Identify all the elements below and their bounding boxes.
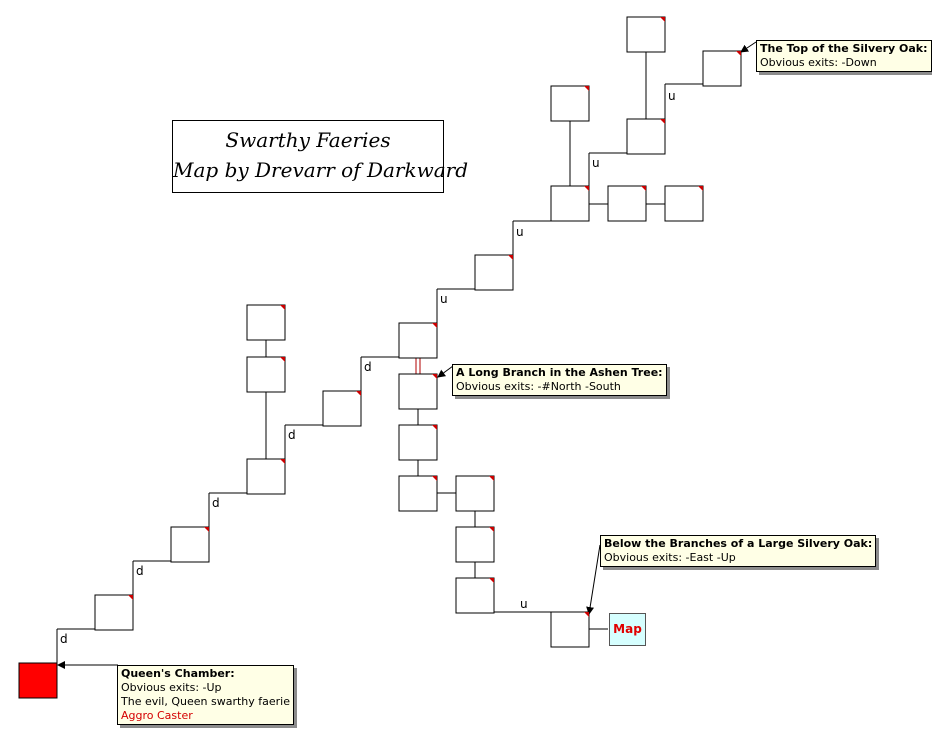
map-title-box: Swarthy Faeries Map by Drevarr of Darkwa… [172,120,468,193]
note-title: Queen's Chamber: [121,667,235,680]
room[interactable] [322,390,362,427]
room[interactable] [626,16,666,53]
room-connections [56,41,757,669]
note-title: The Top of the Silvery Oak: [760,42,928,55]
note-long-branch-ashen-tree: A Long Branch in the Ashen Tree: Obvious… [452,364,667,396]
room[interactable] [607,185,647,222]
note-below-branches-silvery-oak: Below the Branches of a Large Silvery Oa… [600,535,877,567]
room[interactable] [170,526,210,563]
note-pointer [740,41,757,53]
room-queens-chamber[interactable] [18,662,58,699]
map-link-button[interactable]: Map [609,613,646,646]
room[interactable] [664,185,704,222]
note-exits: Obvious exits: -East -Up [604,551,736,564]
room[interactable] [550,85,590,122]
room[interactable] [398,475,438,512]
room-long-branch-ashen-tree[interactable] [398,373,438,410]
note-aggro-tag: Aggro Caster [121,709,193,722]
exit-label-up: u [440,292,448,306]
note-title: A Long Branch in the Ashen Tree: [456,366,663,379]
room-top-of-silvery-oak[interactable] [702,50,742,87]
room[interactable] [398,424,438,461]
note-top-of-silvery-oak: The Top of the Silvery Oak: Obvious exit… [756,40,932,72]
exit-label-up: u [516,225,524,239]
note-pointer [437,365,454,378]
room[interactable] [626,118,666,155]
rooms [18,16,742,699]
room[interactable] [398,322,438,359]
note-pointer [586,544,601,615]
note-exits: Obvious exits: -Down [760,56,877,69]
room[interactable] [246,304,286,341]
room[interactable] [94,594,134,631]
exit-label-down: d [60,632,68,646]
exit-label-up: u [668,89,676,103]
room[interactable] [455,526,495,563]
room[interactable] [246,356,286,393]
room[interactable] [455,577,495,614]
exit-label-up: u [592,156,600,170]
note-queens-chamber: Queen's Chamber: Obvious exits: -Up The … [117,665,294,725]
exit-label-up: u [520,597,528,611]
room[interactable] [474,254,514,291]
room-below-branches-silvery-oak[interactable] [550,611,590,648]
locked-north-exit [415,357,421,374]
room[interactable] [246,458,286,495]
room[interactable] [455,475,495,512]
note-exits: Obvious exits: -Up [121,681,222,694]
map-author: Map by Drevarr of Darkward [173,158,468,182]
room[interactable] [550,185,590,222]
exit-label-down: d [212,496,220,510]
exit-labels: u u u u d d d d d u [60,89,676,646]
exit-label-down: d [288,428,296,442]
note-exits: Obvious exits: -#North -South [456,380,621,393]
exit-label-down: d [136,564,144,578]
note-title: Below the Branches of a Large Silvery Oa… [604,537,873,550]
exit-label-down: d [364,360,372,374]
map-title: Swarthy Faeries [225,128,391,152]
note-mob: The evil, Queen swarthy faerie [121,695,290,708]
